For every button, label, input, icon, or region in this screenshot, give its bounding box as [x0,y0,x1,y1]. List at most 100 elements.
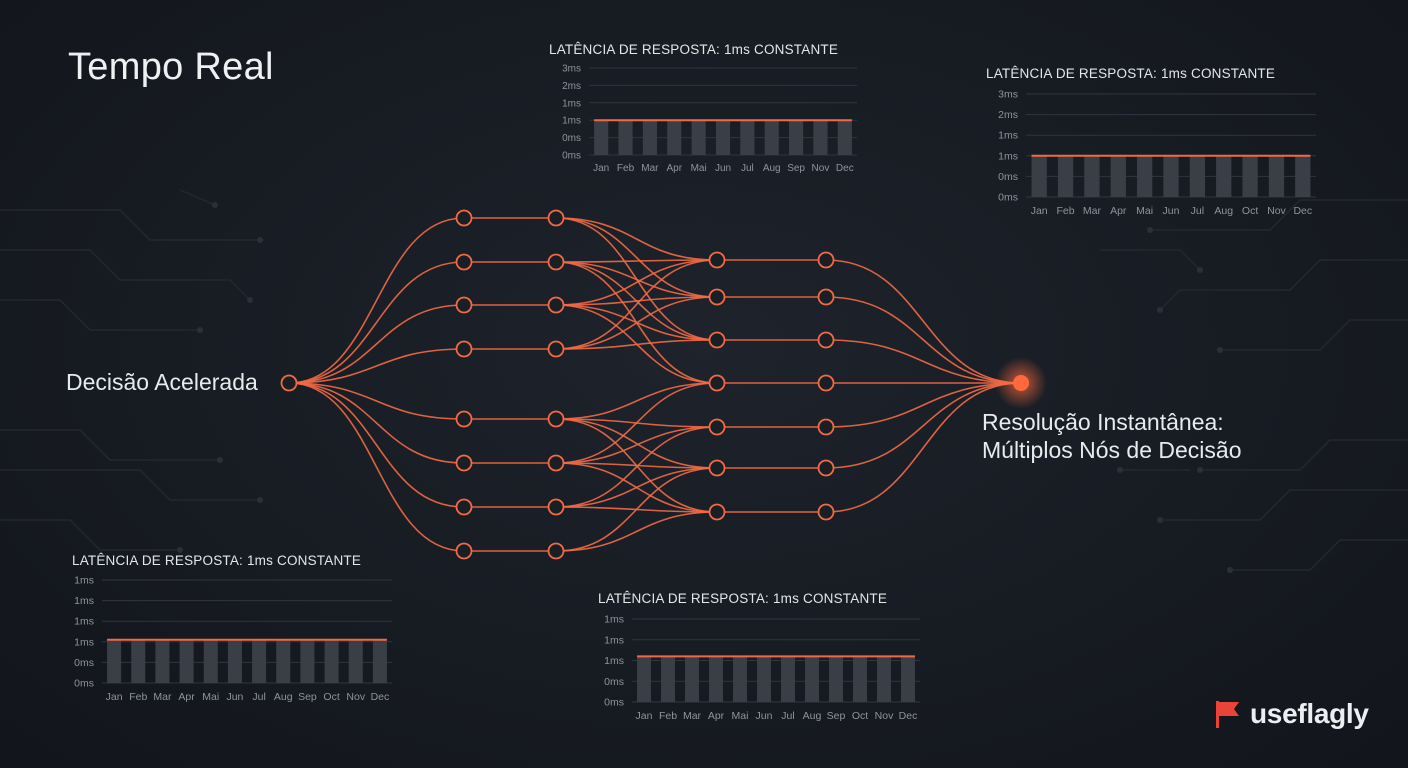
network-node [547,454,565,472]
bar [661,656,675,702]
bar [667,120,682,155]
flag-icon [1216,701,1239,728]
bar [1295,155,1311,197]
x-tick-label: Aug [763,163,781,174]
bar [203,639,218,683]
x-tick-label: Dec [1293,205,1312,217]
bar [789,120,804,155]
bar [1031,155,1047,197]
network-node [455,498,473,516]
x-tick-label: Feb [617,163,635,174]
network-edge [555,339,718,350]
x-tick-label: Jan [593,163,609,174]
network-edge [288,382,465,420]
bar [837,120,852,155]
y-tick-label: 0ms [604,697,624,709]
network-node [817,503,835,521]
network-edge [288,217,465,384]
x-tick-label: Jul [1191,205,1204,217]
network-edge [555,259,718,350]
brand-logo: useflagly [1214,698,1369,730]
x-tick-label: Apr [1110,205,1127,217]
bar [372,639,387,683]
y-tick-label: 1ms [604,634,624,646]
network-edge [555,217,718,261]
network-edge [825,296,1022,384]
network-edge [288,304,465,384]
network-node [817,251,835,269]
x-tick-label: Mar [683,710,702,722]
network-edge [555,426,718,464]
bar [618,120,633,155]
network-edge [555,511,718,552]
bar [594,120,609,155]
y-tick-label: 0ms [562,151,581,162]
bar [781,656,795,702]
output-label-line-1: Resolução Instantânea: [982,409,1224,435]
network-node [708,288,726,306]
bar [276,639,291,683]
x-tick-label: Jun [1163,205,1180,217]
brand-name: useflagly [1250,698,1369,729]
y-tick-label: 1ms [74,636,94,648]
network-node [455,454,473,472]
network-edge [825,382,1022,428]
output-node [1013,375,1029,391]
network-edge [555,382,718,464]
y-tick-label: 1ms [74,616,94,628]
x-tick-label: Sep [787,163,805,174]
x-tick-label: Jan [106,691,123,703]
network-node [708,418,726,436]
network-node [817,374,835,392]
network-edge [288,261,465,384]
x-tick-label: Mai [202,691,219,703]
network-edge [288,348,465,384]
bar [348,639,363,683]
x-tick-label: Feb [129,691,147,703]
network-edge [555,462,718,469]
network-node [547,209,565,227]
network-node [455,410,473,428]
y-tick-label: 1ms [562,116,581,127]
x-tick-label: Nov [875,710,894,722]
network-edge [555,261,718,298]
x-tick-label: Nov [812,163,830,174]
y-tick-label: 2ms [562,81,581,92]
x-tick-label: Dec [836,163,854,174]
input-node-label: Decisão Acelerada [66,369,258,395]
bar [1110,155,1126,197]
y-tick-label: 2ms [998,109,1018,121]
chart-title: LATÊNCIA DE RESPOSTA: 1ms CONSTANTE [549,42,839,57]
x-tick-label: Jul [252,691,265,703]
network-node [708,374,726,392]
bar [300,639,315,683]
output-label-line-2: Múltiplos Nós de Decisão [982,437,1242,463]
x-tick-label: Feb [1056,205,1074,217]
network-edge [288,382,465,464]
bar [252,639,267,683]
bar [805,656,819,702]
y-tick-label: 0ms [998,192,1018,204]
network-edge [555,382,718,420]
bar [1189,155,1206,197]
x-tick-label: Jun [715,163,731,174]
network-edge [555,467,718,508]
bar [813,120,828,155]
x-tick-label: Oct [323,691,339,703]
bar [685,656,699,702]
network-node [547,296,565,314]
y-tick-label: 0ms [604,676,624,688]
x-tick-label: Apr [178,691,195,703]
bar [1268,155,1285,197]
bar [324,639,339,683]
bar [179,639,194,683]
x-tick-label: Jan [1031,205,1048,217]
y-tick-label: 1ms [998,130,1018,142]
x-tick-label: Nov [346,691,365,703]
x-tick-label: Jul [741,163,754,174]
